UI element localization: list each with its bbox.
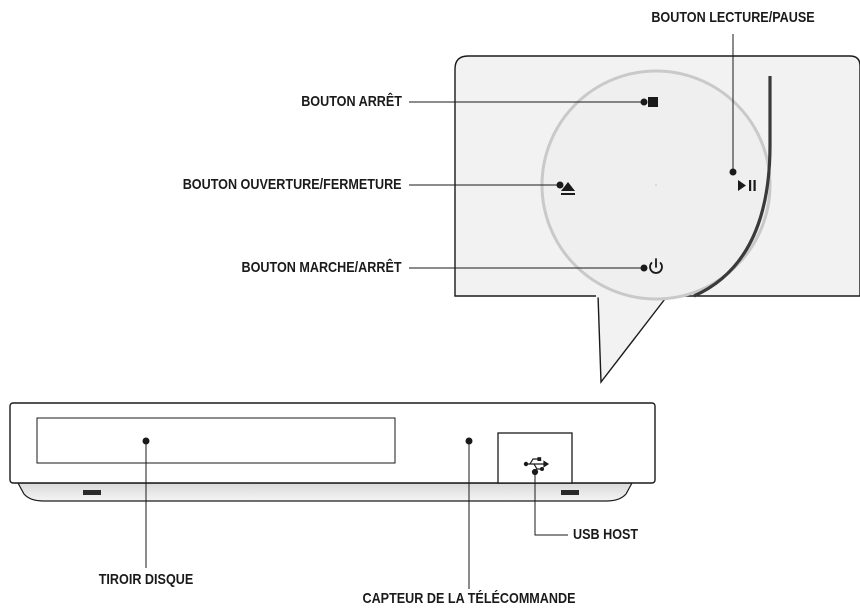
leader-usb-host — [534, 472, 568, 536]
callout-pointer — [597, 294, 669, 384]
eject-icon — [561, 182, 575, 195]
callout-bubble — [454, 55, 860, 384]
leader-lines-callout — [409, 34, 737, 272]
disc-tray — [36, 417, 396, 464]
player-body — [9, 402, 656, 502]
label-open-close-button: BOUTON OUVERTURE/FERMETURE — [183, 176, 402, 193]
label-disc-tray: TIROIR DISQUE — [98, 571, 194, 588]
label-power-button: BOUTON MARCHE/ARRÊT — [241, 259, 402, 276]
label-usb-host: USB HOST — [573, 526, 639, 543]
power-icon — [649, 258, 663, 274]
label-play-pause-button: BOUTON LECTURE/PAUSE — [651, 9, 815, 26]
player-base — [16, 482, 634, 502]
usb-icon — [523, 457, 550, 472]
leader-lines-device — [142, 437, 568, 589]
stop-icon — [648, 97, 658, 107]
play-pause-icon — [738, 180, 756, 191]
device-edge-curve — [693, 76, 772, 298]
label-remote-sensor: CAPTEUR DE LA TÉLÉCOMMANDE — [362, 590, 576, 607]
dial-center-dot — [655, 184, 657, 186]
label-stop-button: BOUTON ARRÊT — [301, 93, 402, 110]
